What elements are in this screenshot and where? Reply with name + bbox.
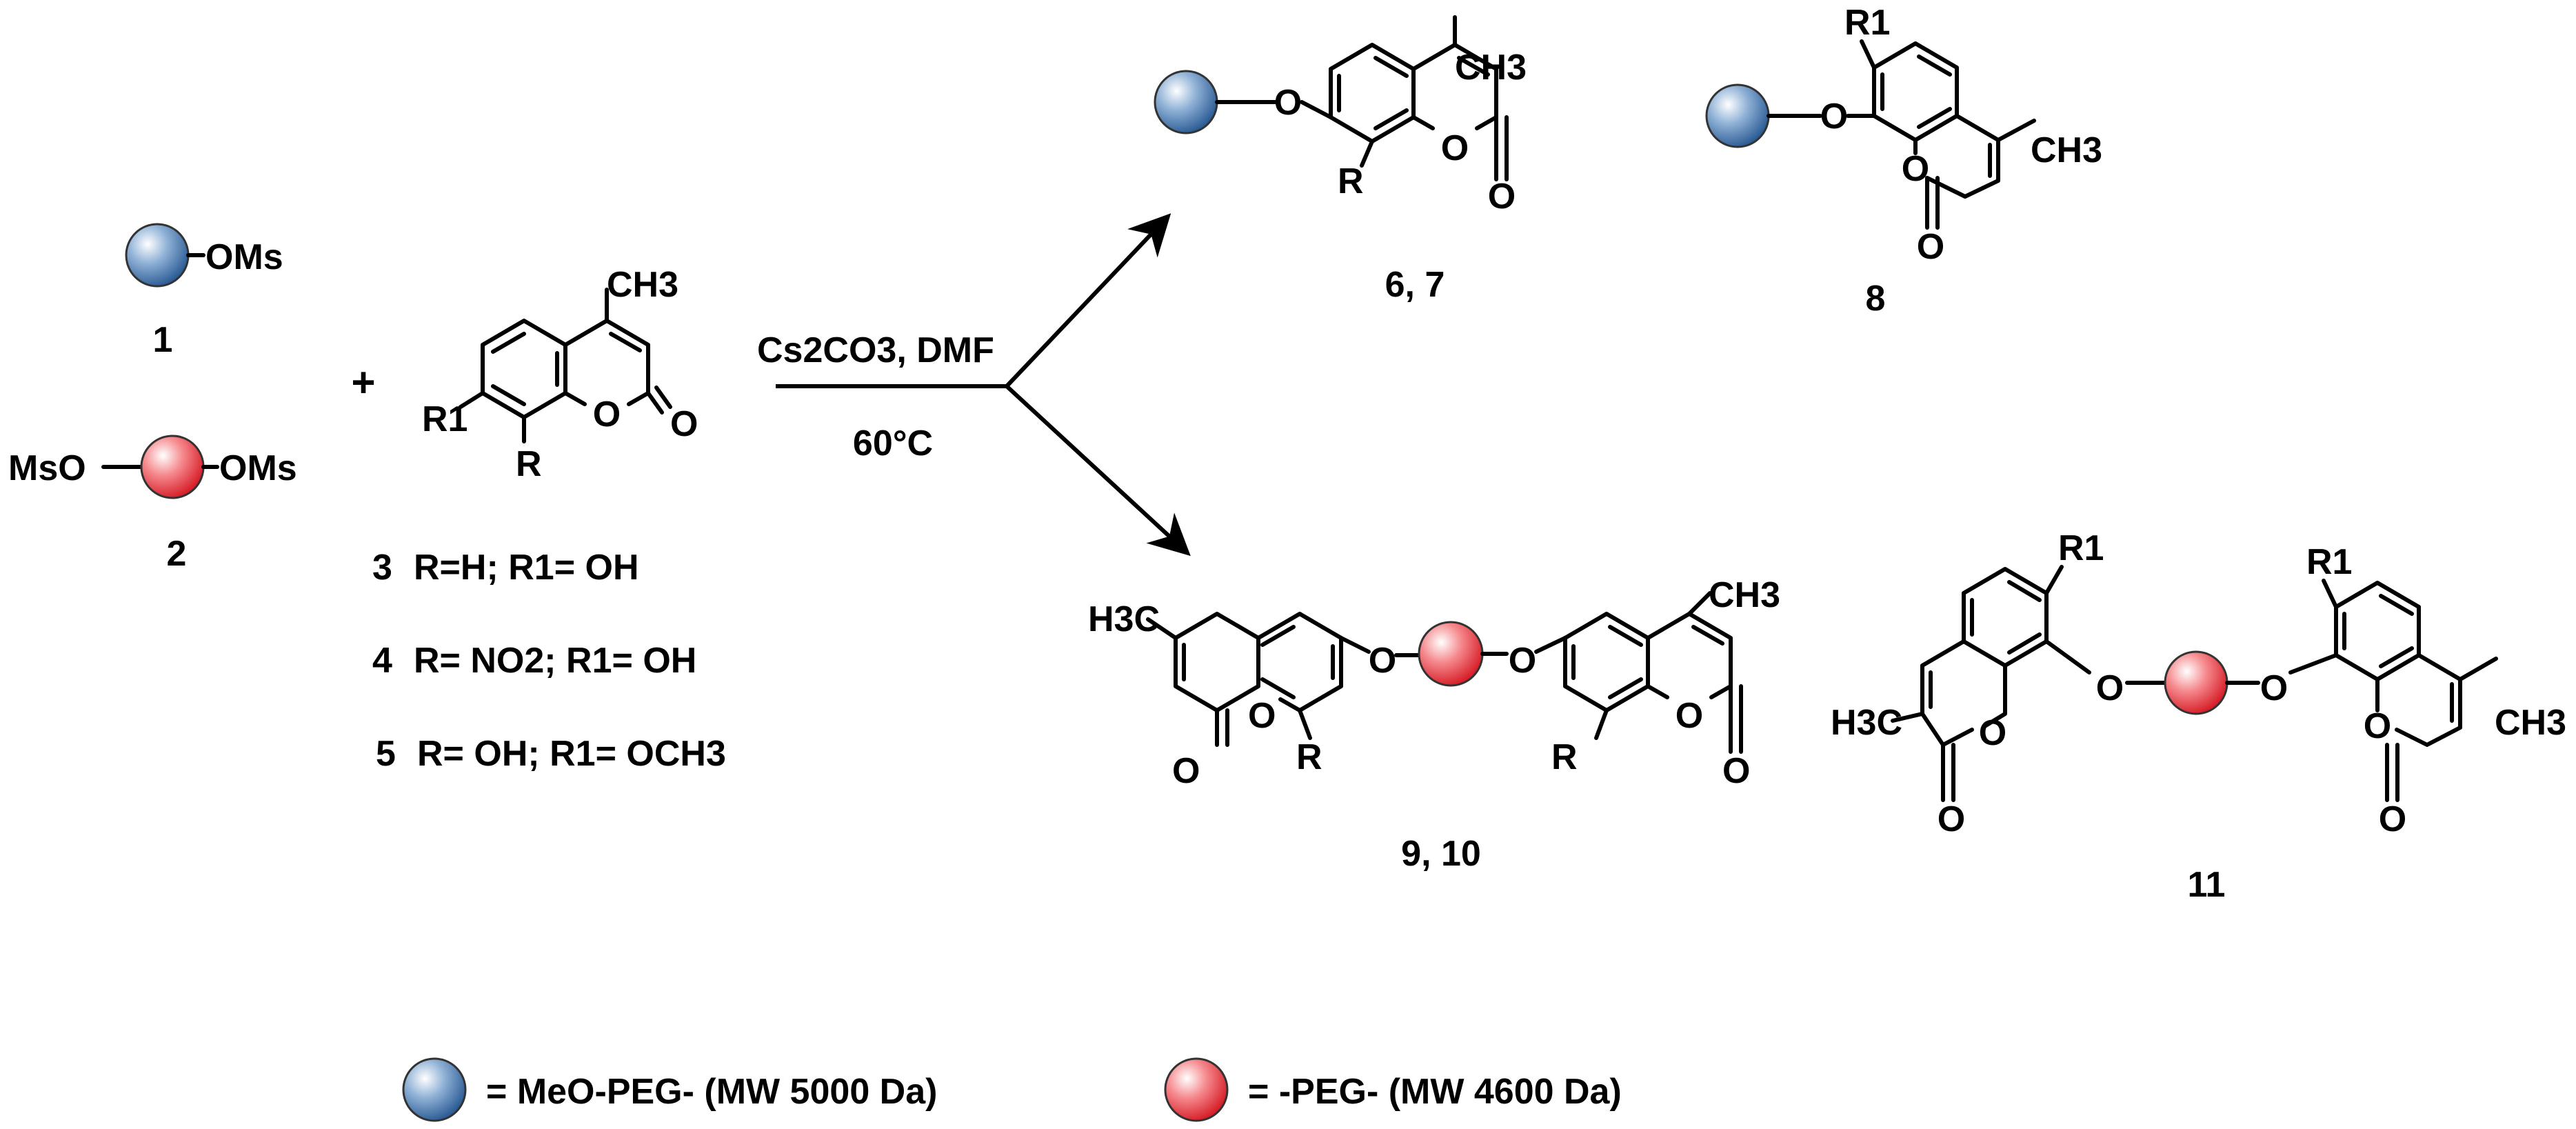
legend-red-text: = -PEG- (MW 4600 Da) (1248, 1072, 1622, 1112)
meo-peg-ball-icon (125, 223, 190, 288)
methyl-right-label: CH3 (1709, 575, 1780, 615)
ring-oxygen-label: O (1441, 128, 1469, 168)
product-9-10-label: 9, 10 (1401, 834, 1481, 874)
methyl-left-label: H3C (1831, 703, 1902, 743)
legend: = MeO-PEG- (MW 5000 Da) = -PEG- (MW 4600… (402, 1057, 1622, 1122)
product-11-label: 11 (2188, 865, 2226, 905)
peg-ball-icon (140, 434, 205, 499)
coumarin-reactant: CH3 R1 R O O (422, 265, 698, 484)
product-6-7: O CH3 R O O 6, 7 (1154, 15, 1527, 305)
peg-ball-icon (2164, 650, 2228, 715)
meo-peg-ball-icon (1154, 70, 1218, 134)
linker-oxygen-label: O (1820, 97, 1848, 137)
ring-oxygen-label: O (1979, 713, 2006, 753)
linker-oxygen-label: O (2096, 668, 2124, 708)
methyl-label: CH3 (1455, 48, 1527, 88)
variant-list: 3 R=H; R1= OH 4 R= NO2; R1= OH 5 R= OH; … (372, 548, 726, 774)
compound-1: OMs 1 (125, 223, 283, 360)
carbonyl-oxygen-label: O (670, 404, 698, 444)
linker-oxygen-label: O (1509, 641, 1536, 681)
r1-label: R1 (1844, 3, 1890, 43)
reaction-arrow: Cs2CO3, DMF 60°C (757, 213, 1191, 557)
variant-text: R=H; R1= OH (414, 548, 639, 588)
legend-blue-text: = MeO-PEG- (MW 5000 Da) (486, 1072, 937, 1112)
r1-label: R1 (2306, 542, 2352, 582)
compound-2-right-group: OMs (219, 448, 297, 488)
ring-oxygen-label: O (593, 394, 621, 434)
linker-oxygen-label: O (2260, 668, 2288, 708)
ring-oxygen-label: O (2364, 706, 2391, 746)
variant-number: 4 (372, 641, 392, 681)
product-8-label: 8 (1866, 279, 1886, 319)
carbonyl-oxygen-label: O (1172, 751, 1200, 791)
r-label: R (1296, 737, 1322, 777)
methyl-label: CH3 (607, 265, 678, 305)
methyl-label: CH3 (2031, 130, 2102, 170)
compound-2-left-group: MsO (8, 448, 86, 488)
carbonyl-oxygen-label: O (2379, 799, 2406, 839)
peg-ball-icon (1164, 1057, 1229, 1122)
compound-2-number: 2 (167, 534, 187, 574)
variant-text: R= OH; R1= OCH3 (417, 734, 726, 774)
carbonyl-oxygen-label: O (1722, 751, 1750, 791)
product-8: O R1 O CH3 O 8 (1705, 3, 2102, 319)
variant-number: 3 (372, 548, 392, 588)
meo-peg-ball-icon (402, 1057, 467, 1122)
meo-peg-ball-icon (1705, 83, 1770, 148)
carbonyl-oxygen-label: O (1917, 227, 1944, 267)
compound-1-group: OMs (205, 237, 283, 277)
linker-oxygen-label: O (1274, 83, 1302, 123)
r-label: R (516, 444, 542, 484)
r1-label: R1 (2058, 528, 2104, 568)
methyl-right-label: CH3 (2495, 703, 2566, 743)
r-label: R (1338, 161, 1364, 201)
ring-oxygen-label: O (1248, 696, 1276, 736)
product-9-10: H3C O O R O O CH3 R O O (1088, 575, 1780, 874)
carbonyl-oxygen-label: O (1938, 799, 1965, 839)
compound-2: MsO OMs 2 (8, 434, 297, 574)
carbonyl-oxygen-label: O (1488, 177, 1516, 217)
r1-label: R1 (422, 399, 467, 439)
r-label: R (1551, 737, 1578, 777)
linker-oxygen-label: O (1369, 641, 1396, 681)
product-6-7-label: 6, 7 (1385, 265, 1445, 305)
ring-oxygen-label: O (1902, 149, 1929, 189)
variant-text: R= NO2; R1= OH (414, 641, 696, 681)
peg-ball-icon (1418, 621, 1484, 687)
product-11: H3C R1 O O O O R1 O CH3 (1831, 528, 2566, 905)
conditions-temperature: 60°C (853, 423, 933, 463)
ring-oxygen-label: O (1676, 696, 1703, 736)
variant-number: 5 (376, 734, 396, 774)
plus-sign: + (351, 359, 375, 406)
conditions-reagents: Cs2CO3, DMF (757, 330, 994, 370)
compound-1-number: 1 (153, 320, 173, 360)
